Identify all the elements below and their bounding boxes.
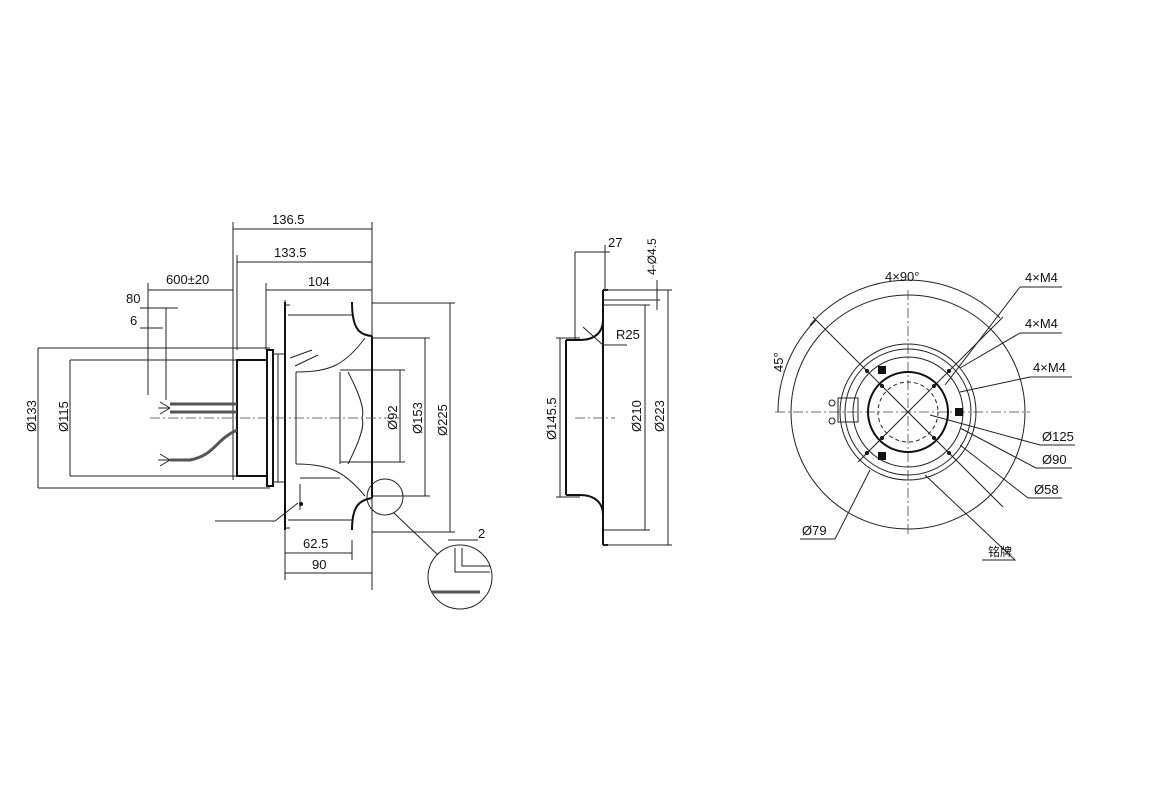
dim-136-5: 136.5 (272, 212, 305, 227)
dia-225: Ø225 (435, 404, 450, 436)
dia-125: Ø125 (1042, 429, 1074, 444)
dia-210: Ø210 (629, 400, 644, 432)
angle-45: 45° (771, 352, 786, 372)
dia-145-5: Ø145.5 (544, 397, 559, 440)
detail-gap-2: 2 (478, 526, 485, 541)
impeller (284, 301, 373, 531)
front-view: 4×90° 45° 4×M4 4×M4 4×M4 Ø125 Ø90 Ø58 (771, 269, 1075, 561)
dia-223: Ø223 (652, 400, 667, 432)
dia-115: Ø115 (56, 401, 71, 432)
dim-104: 104 (308, 274, 330, 289)
nameplate-label: 铭牌 (988, 544, 1012, 559)
inlet-ring-view: 27 4-Ø4.5 R25 Ø145.5 Ø210 Ø223 (544, 235, 672, 546)
dim-600: 600±20 (166, 272, 209, 287)
dim-27: 27 (608, 235, 622, 250)
dim-62-5: 62.5 (303, 536, 328, 551)
dia-92: Ø92 (385, 405, 400, 430)
connector-icon (828, 397, 859, 425)
radius-r25: R25 (616, 327, 640, 342)
dim-90: 90 (312, 557, 326, 572)
dia-58: Ø58 (1034, 482, 1059, 497)
holes-4-d4-5: 4-Ø4.5 (645, 238, 659, 275)
dia-90: Ø90 (1042, 452, 1067, 467)
angle-4x90: 4×90° (885, 269, 919, 284)
thread-4xm4-2: 4×M4 (1025, 316, 1058, 331)
dia-79: Ø79 (802, 523, 827, 538)
dim-80: 80 (126, 291, 140, 306)
cable-leads (158, 401, 238, 467)
dim-6: 6 (130, 313, 137, 328)
detail-callout: 2 (366, 478, 493, 610)
dia-133: Ø133 (24, 400, 39, 432)
thread-4xm4-3: 4×M4 (1033, 360, 1066, 375)
thread-4xm4-1: 4×M4 (1025, 270, 1058, 285)
dia-153: Ø153 (410, 402, 425, 434)
dim-133-5: 133.5 (274, 245, 307, 260)
side-view: 136.5 133.5 600±20 104 80 6 Ø133 Ø115 (24, 212, 493, 610)
